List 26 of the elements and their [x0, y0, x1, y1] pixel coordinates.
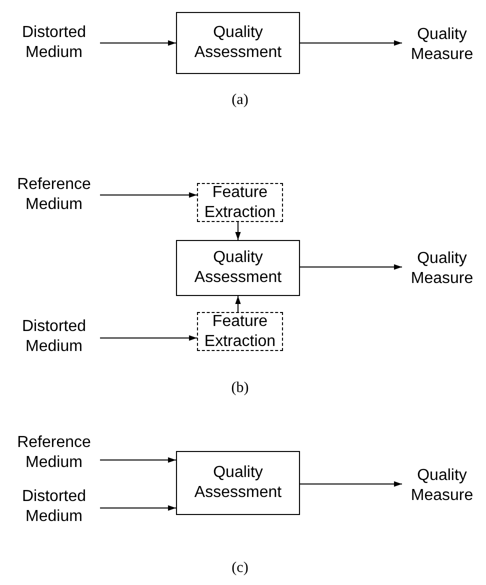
arrow [100, 192, 198, 198]
process-box: Quality Assessment [176, 12, 300, 74]
process-box: Quality Assessment [176, 240, 300, 296]
panel-label: (b) [231, 380, 249, 397]
arrow [100, 505, 176, 511]
text-label: Distorted Medium [8, 316, 100, 358]
arrow [235, 296, 241, 312]
arrow [100, 40, 176, 46]
arrow [300, 264, 402, 270]
text-label: Distorted Medium [8, 486, 100, 528]
text-label: Reference Medium [8, 174, 100, 216]
text-label: Distorted Medium [8, 22, 100, 64]
text-label: Quality Measure [402, 24, 482, 66]
panel-label: (a) [232, 92, 248, 109]
text-label: Reference Medium [8, 432, 100, 474]
arrow [300, 481, 402, 487]
arrow [100, 335, 198, 341]
panel-label: (c) [232, 560, 248, 577]
arrow [300, 40, 402, 46]
process-box: Quality Assessment [176, 451, 300, 515]
feature-extraction-box: Feature Extraction [197, 312, 283, 351]
text-label: Quality Measure [402, 465, 482, 507]
arrow [235, 222, 241, 240]
text-label: Quality Measure [402, 248, 482, 290]
arrow [100, 457, 176, 463]
feature-extraction-box: Feature Extraction [197, 183, 283, 222]
